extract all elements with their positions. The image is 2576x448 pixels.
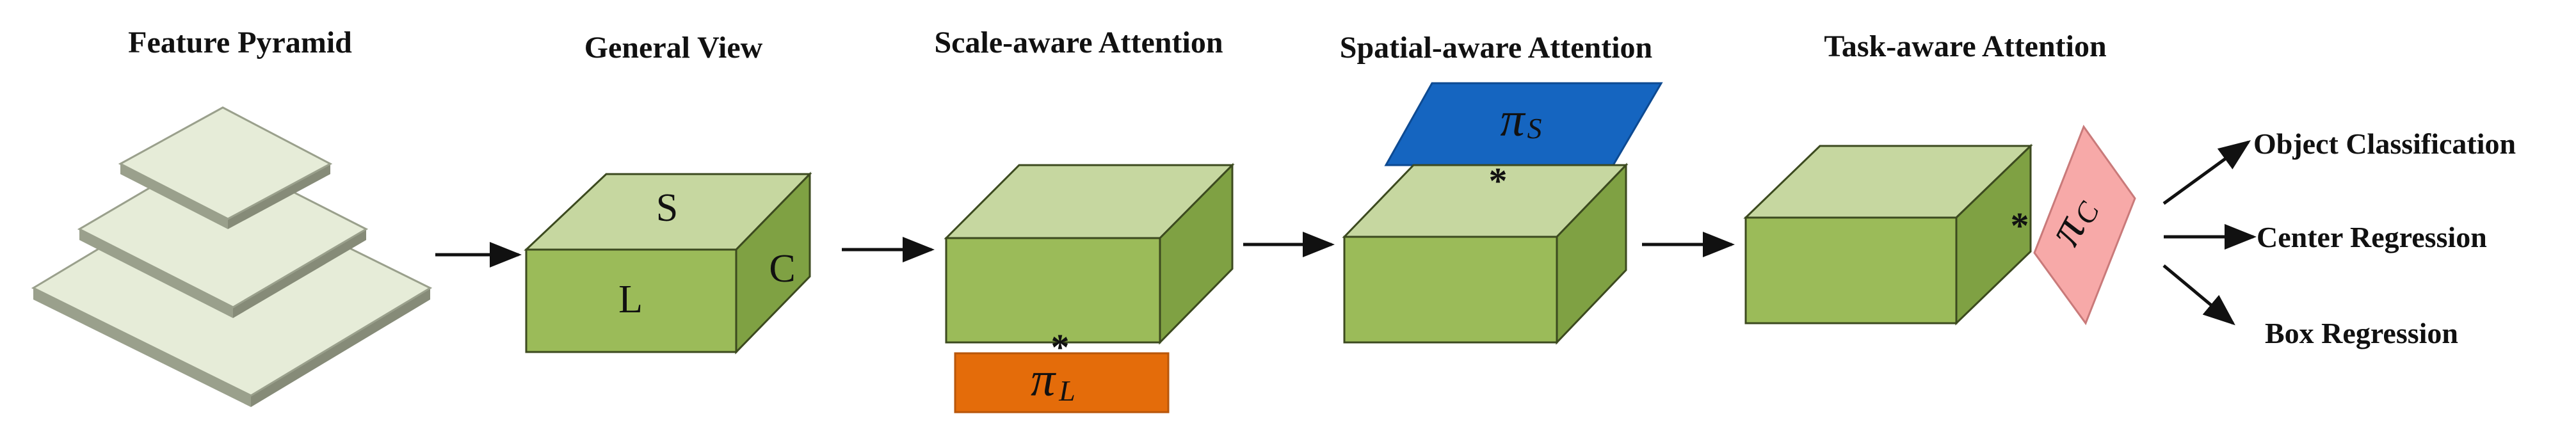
output-object-classification: Object Classification xyxy=(2253,127,2516,160)
task-aware-cube xyxy=(1743,143,2033,326)
output-center-regression: Center Regression xyxy=(2257,221,2487,253)
pyramid-layer-middle xyxy=(77,150,369,318)
general-view-cube: S L C xyxy=(524,172,812,355)
cube-front-face xyxy=(1744,216,1958,324)
spatial-aware-cube xyxy=(1342,163,1629,345)
feature-pyramid xyxy=(31,106,433,407)
spatial-attention-plane: πS xyxy=(1384,82,1663,166)
title-feature-pyramid: Feature Pyramid xyxy=(128,26,352,60)
cube-side-face xyxy=(1955,143,2032,326)
dim-label-c: C xyxy=(769,247,795,291)
task-attention-plane: πC xyxy=(2033,124,2136,326)
title-task-aware-attention: Task-aware Attention xyxy=(1824,29,2106,63)
cube-side-face xyxy=(1159,163,1234,345)
title-spatial-aware-attention: Spatial-aware Attention xyxy=(1340,31,1652,65)
title-scale-aware-attention: Scale-aware Attention xyxy=(934,26,1223,60)
arrow-to-object-classification xyxy=(2162,140,2251,205)
title-general-view: General View xyxy=(584,31,763,65)
arrow-to-box-regression xyxy=(2162,264,2235,326)
dim-label-l: L xyxy=(618,278,643,321)
multiply-operator-task: * xyxy=(2011,205,2029,246)
scale-aware-cube xyxy=(944,163,1235,345)
cube-front-face xyxy=(1343,236,1558,344)
output-box-regression: Box Regression xyxy=(2265,317,2458,349)
cube-side-face xyxy=(735,172,811,355)
multiply-operator-spatial: * xyxy=(1489,160,1508,202)
cube-side-face xyxy=(1556,163,1627,345)
dim-label-s: S xyxy=(656,186,678,230)
pyramid-layer-top xyxy=(118,106,333,229)
pi-s-label: πS xyxy=(1500,93,1542,147)
